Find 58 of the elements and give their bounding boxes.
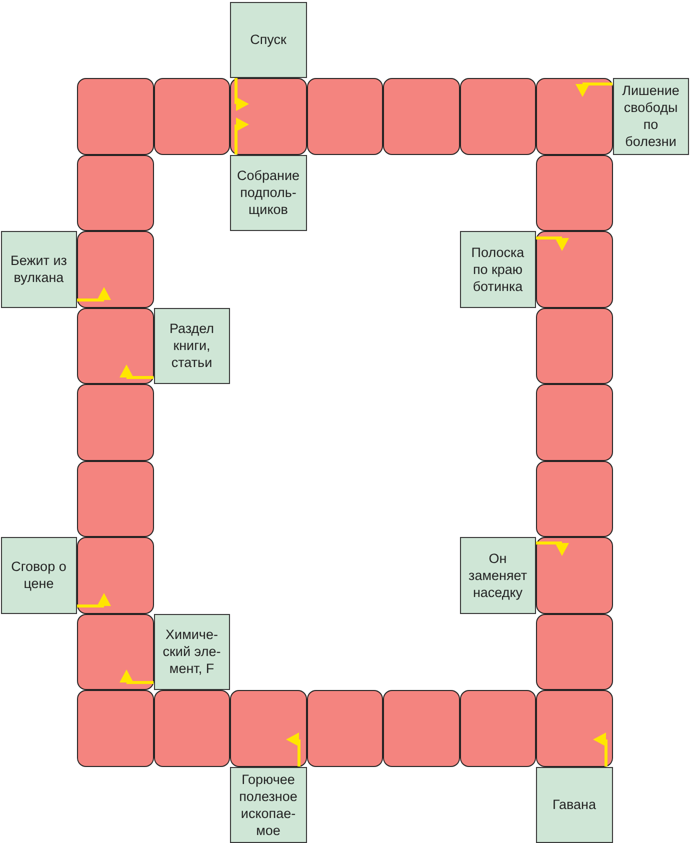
clue-text: Лишение свободы по болезни: [621, 82, 680, 150]
clue-box: [230, 766, 306, 843]
grid-cell: [536, 537, 612, 614]
clue-text: Он заменяет наседку: [468, 550, 528, 601]
arrow: [593, 732, 608, 766]
arrow: [576, 82, 612, 97]
grid-cell: [77, 308, 154, 384]
clue-box: [230, 154, 306, 231]
arrow: [120, 364, 154, 379]
grid-cell: [77, 537, 154, 614]
clue-text: Бежит из вулкана: [10, 252, 68, 286]
grid-cell: [536, 460, 612, 537]
grid-cell: [77, 384, 154, 460]
grid-cell: [536, 614, 612, 690]
clue-text: Спуск: [250, 31, 286, 48]
arrow: [234, 118, 249, 154]
grid-cell: [230, 78, 306, 154]
grid-cell: [77, 154, 154, 231]
grid-cell: [154, 78, 230, 154]
clue-box: [154, 614, 230, 690]
clue-text: Собрание подполь-щиков: [236, 167, 300, 218]
grid-cell: [230, 690, 306, 766]
clue-text: Гавана: [552, 796, 596, 814]
clue-box: [230, 2, 306, 78]
grid-cell: [536, 384, 612, 460]
grid-cell: [77, 460, 154, 537]
grid-cell: [460, 690, 536, 766]
clue-box: [612, 78, 689, 154]
grid-cell: [154, 690, 230, 766]
clue-text: Раздел книги, статьи: [168, 320, 216, 372]
clue-box: [460, 537, 536, 614]
clue-box: [536, 766, 612, 843]
grid-cell: [77, 231, 154, 308]
clue-text: Химиче-ский эле-мент, F: [162, 626, 222, 678]
clue-text: Сговор о цене: [10, 558, 68, 592]
grid-cell: [536, 231, 612, 308]
grid-cell: [383, 690, 460, 766]
clue-text: Полоска по краю ботинка: [470, 244, 526, 295]
clue-text: Горючее полезное ископае-мое: [238, 770, 298, 839]
clue-box: [0, 231, 77, 308]
clue-box: [460, 231, 536, 308]
clue-box: [0, 537, 77, 614]
clue-box: [154, 308, 230, 384]
arrow: [77, 287, 111, 302]
grid-cell: [536, 308, 612, 384]
grid-cell: [306, 690, 383, 766]
arrow: [120, 670, 154, 684]
arrow: [77, 593, 111, 608]
grid-cell: [306, 78, 383, 154]
grid-cell: [460, 78, 536, 154]
grid-cell: [536, 154, 612, 231]
grid-cell: [383, 78, 460, 154]
arrow: [286, 732, 300, 766]
grid-cell: [536, 78, 612, 154]
grid-cell: [536, 690, 612, 766]
grid-cell: [77, 690, 154, 766]
grid-cell: [77, 614, 154, 690]
grid-cell: [77, 78, 154, 154]
